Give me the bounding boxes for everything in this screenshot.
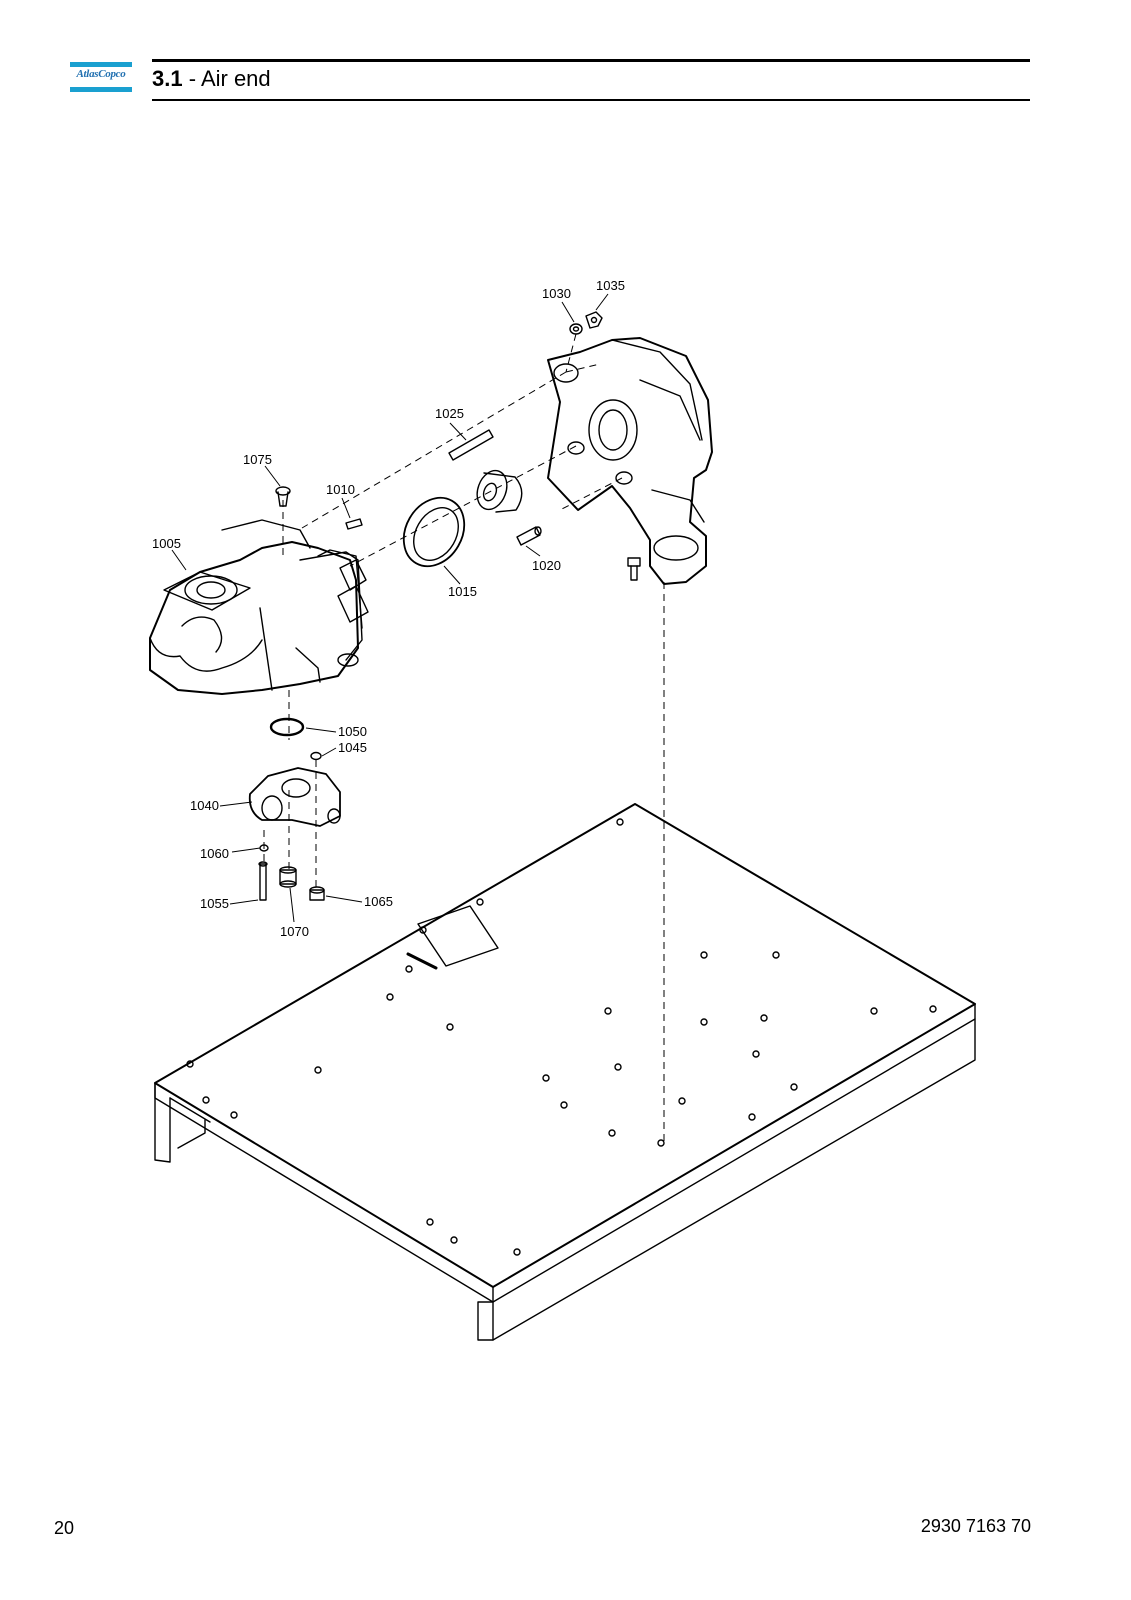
label-1035: 1035 (596, 278, 625, 293)
label-1015: 1015 (448, 584, 477, 599)
label-1045: 1045 (338, 740, 367, 755)
part-1015-bushing (476, 469, 523, 513)
part-1020-dowel (516, 526, 542, 546)
part-1040-flange (248, 767, 341, 827)
assembly-lines (263, 333, 665, 1142)
air-end-housing (149, 519, 369, 695)
part-1065-plug (309, 886, 325, 901)
part-1050-o-ring (269, 717, 305, 737)
document-number: 2930 7163 70 (920, 1516, 1031, 1536)
part-1045-o-ring (310, 751, 322, 761)
leader-lines (171, 293, 609, 923)
header-top-rule (152, 59, 1030, 62)
part-1010-key (345, 518, 363, 530)
section-number: 3.1 (152, 66, 183, 91)
base-frame (154, 803, 976, 1341)
logo-text: AtlasCopco (76, 68, 126, 80)
part-1035-nut (585, 311, 603, 329)
section-title: 3.1 - Air end (152, 66, 271, 92)
label-1060: 1060 (200, 846, 229, 861)
label-1040: 1040 (190, 798, 219, 813)
logo-bottom-bar (70, 87, 132, 92)
label-1065: 1065 (364, 894, 393, 909)
part-1025-pin (448, 429, 494, 461)
logo-top-bar (70, 62, 132, 67)
label-1050: 1050 (338, 724, 367, 739)
atlas-copco-logo: AtlasCopco (70, 62, 132, 94)
base-holes (186, 818, 937, 1256)
part-1070-plug (279, 866, 297, 888)
label-1020: 1020 (532, 558, 561, 573)
part-1015-seal (402, 496, 466, 568)
gear-housing (547, 337, 713, 585)
part-1030-washer (569, 323, 583, 335)
label-1070: 1070 (280, 924, 309, 939)
section-separator: - (182, 66, 201, 91)
page-number: 20 (54, 1518, 75, 1538)
part-1055-bolt (258, 861, 268, 901)
label-1030: 1030 (542, 286, 571, 301)
label-1010: 1010 (326, 482, 355, 497)
label-1005: 1005 (152, 536, 181, 551)
label-1055: 1055 (200, 896, 229, 911)
section-title-text: Air end (200, 66, 271, 91)
label-1025: 1025 (435, 406, 464, 421)
header-bottom-rule (152, 99, 1030, 101)
label-1075: 1075 (243, 452, 272, 467)
part-1075b-bolt (627, 557, 641, 581)
